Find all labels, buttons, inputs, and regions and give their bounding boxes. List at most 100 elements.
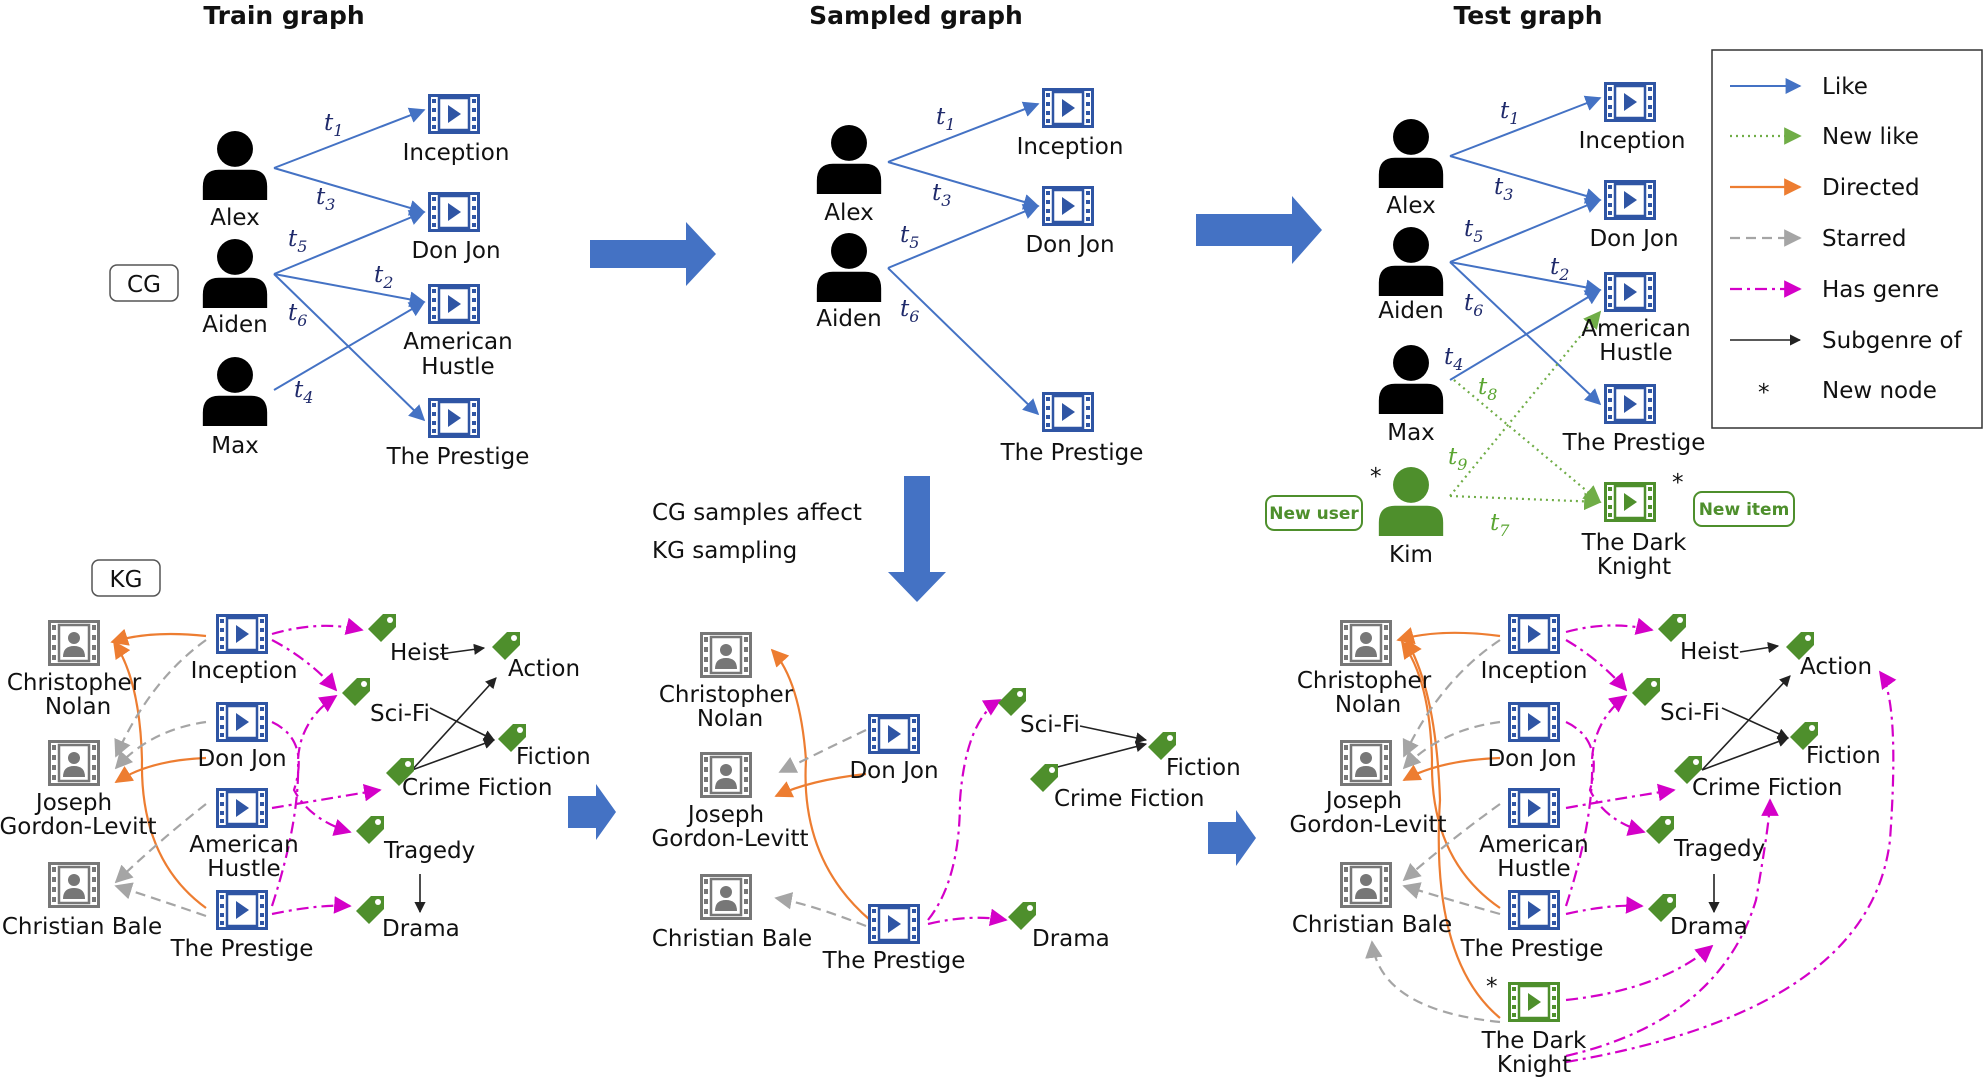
movie-inception-label: Inception [403, 140, 510, 166]
person-bale-label: Christian Bale [652, 926, 812, 952]
has-genre-edge [927, 699, 1002, 921]
has-genre-edge [1565, 944, 1714, 1002]
starred-edge [114, 720, 207, 770]
time-label: t9 [1448, 444, 1467, 474]
user-alex-label: Alex [1386, 193, 1435, 219]
subgenre-edge [1701, 736, 1790, 771]
movie-icon [868, 904, 920, 944]
sampled-cg: t1 t3 t5 t6 Alex Aiden Inception Don Jon… [816, 88, 1143, 466]
movie-the-prestige-label: The Prestige [386, 444, 530, 470]
subgenre-edge [1739, 642, 1780, 654]
sampled-kg: Christopher Nolan Joseph Gordon-Levitt C… [651, 632, 1241, 974]
directed-edge [110, 628, 207, 646]
person-icon [700, 632, 752, 678]
person-icon [700, 752, 752, 798]
person-jgl-label-2: Gordon-Levitt [651, 826, 808, 852]
cg-tag: CG [127, 272, 161, 298]
caption-line-1: CG samples affect [652, 500, 862, 526]
like-edge [1449, 289, 1602, 381]
movie-icon [216, 788, 268, 828]
new-movie-icon [1604, 482, 1656, 522]
train-graph-title: Train graph [203, 1, 364, 30]
flow-arrow-right-small [1208, 810, 1256, 866]
movie-the-prestige-label: The Prestige [170, 936, 314, 962]
has-genre-edge [1564, 694, 1628, 907]
person-jgl-label: Joseph [34, 790, 112, 816]
starred-edge [1402, 882, 1501, 916]
movie-icon [428, 398, 480, 438]
user-aiden-label: Aiden [816, 306, 881, 332]
time-label: t6 [900, 296, 919, 326]
time-label: t3 [1494, 174, 1513, 204]
user-icon [1378, 118, 1444, 188]
genre-crime-fiction-label: Crime Fiction [1054, 786, 1204, 812]
like-edge [887, 267, 1040, 416]
new-node-star: * [1486, 974, 1498, 1000]
new-user-icon [1378, 466, 1444, 536]
has-genre-edge [1565, 896, 1644, 916]
genre-tag-icon [1646, 816, 1674, 844]
starred-edge [114, 639, 207, 758]
movie-icon [1508, 702, 1560, 742]
user-alex-label: Alex [210, 205, 259, 231]
user-icon [816, 124, 882, 194]
time-label: t5 [900, 222, 919, 252]
movie-american-hustle-label-2: Hustle [207, 856, 280, 882]
legend-like-label: Like [1822, 74, 1868, 100]
movie-american-hustle-label: American [1479, 832, 1588, 858]
flow-arrow-right-small [568, 784, 616, 840]
new-node-star: * [1672, 470, 1684, 496]
new-user-tag-box [1265, 495, 1363, 531]
like-edge [887, 204, 1040, 269]
has-genre-edge [1565, 783, 1676, 810]
person-icon [48, 862, 100, 908]
has-genre-edge [1565, 639, 1628, 692]
person-nolan-label: Christopher [1297, 668, 1432, 694]
movie-inception-label: Inception [1579, 128, 1686, 154]
like-edge [1449, 95, 1602, 157]
time-label: t5 [288, 226, 307, 256]
time-label: t1 [936, 104, 955, 134]
legend-new-like-label: New like [1822, 124, 1919, 150]
movie-don-jon-label: Don Jon [849, 758, 938, 784]
genre-action-label: Action [508, 656, 580, 682]
movie-inception-label: Inception [1481, 658, 1588, 684]
movie-american-hustle-label-2: Hustle [1497, 856, 1570, 882]
has-genre-edge [271, 721, 352, 836]
person-jgl-label: Joseph [1324, 788, 1402, 814]
movie-icon [1042, 392, 1094, 432]
starred-edge [1365, 940, 1501, 1024]
person-jgl-label-2: Gordon-Levitt [1289, 812, 1446, 838]
movie-icon [216, 890, 268, 930]
legend-directed-label: Directed [1822, 175, 1920, 201]
new-like-edge [1449, 310, 1602, 497]
user-max-label: Max [1387, 420, 1435, 446]
directed-edge [1400, 640, 1501, 909]
genre-drama-label: Drama [1670, 914, 1748, 940]
genre-scifi-label: Sci-Fi [1660, 700, 1720, 726]
user-max-label: Max [211, 433, 259, 459]
directed-edge [774, 772, 867, 798]
time-label: t1 [324, 110, 343, 140]
movie-dark-knight-label-2: Knight [1597, 554, 1671, 580]
starred-edge [1402, 639, 1501, 758]
time-label: t3 [932, 180, 951, 210]
genre-tragedy-label: Tragedy [1673, 836, 1765, 862]
has-genre-edge [270, 695, 338, 907]
time-label: t6 [1464, 290, 1483, 320]
movie-icon [1508, 890, 1560, 930]
train-kg: KG Christopher Nolan Joseph Gordon-Levit… [0, 559, 591, 962]
like-edge [1449, 155, 1602, 204]
genre-drama-label: Drama [1032, 926, 1110, 952]
new-movie-icon [1508, 982, 1560, 1022]
caption-line-2: KG sampling [652, 538, 797, 564]
genre-scifi-label: Sci-Fi [1020, 712, 1080, 738]
genre-scifi-label: Sci-Fi [370, 701, 430, 727]
has-genre-edge [1565, 721, 1646, 836]
time-label: t1 [1500, 98, 1519, 128]
time-label: t8 [1478, 374, 1497, 404]
time-label: t3 [316, 184, 335, 214]
time-label: t4 [294, 377, 313, 407]
movie-icon [1042, 88, 1094, 128]
movie-don-jon-label: Don Jon [1487, 746, 1576, 772]
